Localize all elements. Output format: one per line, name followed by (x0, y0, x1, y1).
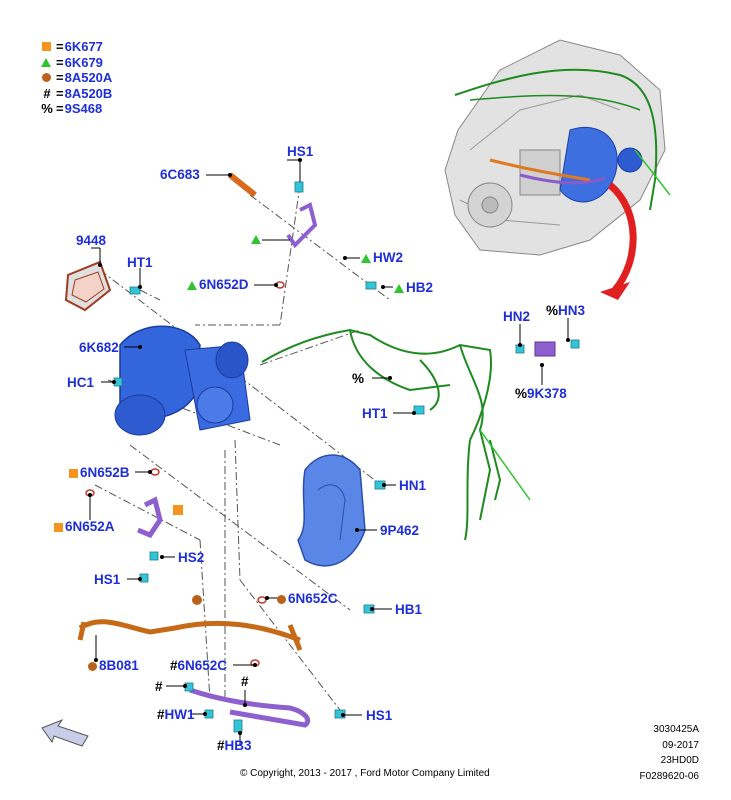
engine-block-image (444, 39, 671, 256)
callout-ht1-right: HT1 (362, 406, 388, 421)
view-direction-arrow-icon (41, 718, 89, 747)
callout-6k682: 6K682 (79, 340, 119, 355)
legend-code: 6K677 (64, 39, 103, 54)
callout-hn1: HN1 (399, 478, 427, 493)
callout-8b081: 8B081 (88, 658, 139, 674)
turbocharger-image (114, 325, 251, 436)
leader-dots (88, 158, 570, 735)
legend-code: 8A520B (64, 85, 113, 101)
hash-icon: # (43, 85, 51, 101)
callout-hn3: %HN3 (546, 303, 586, 318)
callout-9448: 9448 (76, 233, 107, 248)
hash-mark-left: # (155, 679, 163, 694)
stamp-line: 23HD0D (660, 755, 699, 766)
callout-hw1: #HW1 (157, 707, 195, 722)
callout-9p462: 9P462 (380, 523, 420, 538)
sensor-6c683 (228, 172, 257, 198)
stamp-line: 09-2017 (662, 739, 699, 751)
callout-6n652a: 6N652A (54, 519, 115, 535)
triangle-icon (40, 57, 54, 67)
square-icon (40, 42, 54, 52)
callout-hs2: HS2 (178, 550, 205, 565)
callout-hb1: HB1 (395, 602, 423, 617)
assembly-lines (94, 184, 391, 711)
callout-6n652d: 6N652D (187, 277, 249, 293)
bracket-hs1 (286, 202, 318, 249)
callout-6n652c-hash: #6N652C (170, 658, 228, 673)
percent-icon: % (41, 101, 53, 116)
document-stamp: 3030425A 09-2017 23HD0D F0289620-06 (640, 722, 700, 784)
triangle-marker (251, 235, 261, 244)
bracket-6n652a (137, 496, 163, 539)
legend-row-6k677: = 6K677 (40, 39, 112, 55)
legend-code: 6K679 (64, 54, 103, 70)
square-marker (173, 505, 183, 515)
legend-row-8a520a: = 8A520A (40, 70, 112, 86)
circle-icon (40, 73, 54, 83)
copyright-notice: © Copyright, 2013 - 2017 , Ford Motor Co… (240, 768, 490, 779)
legend: = 6K677 = 6K679 = 8A520A # = 8A520B % = … (40, 39, 112, 117)
connector-9k378 (534, 341, 556, 357)
callout-6c683: 6C683 (160, 167, 200, 182)
oil-pipe-8b081 (78, 619, 301, 643)
callout-hn2: HN2 (503, 309, 531, 324)
red-arrow-head (600, 282, 630, 300)
legend-row-8a520b: # = 8A520B (40, 86, 112, 102)
fasteners (113, 181, 580, 733)
stamp-line: 3030425A (653, 724, 699, 735)
percent-mark: % (352, 371, 365, 386)
legend-row-6k679: = 6K679 (40, 55, 112, 71)
callout-hb3: #HB3 (217, 738, 252, 753)
oil-return-pipe (189, 687, 311, 728)
stamp-line: F0289620-06 (639, 770, 700, 782)
callout-hw2: HW2 (361, 250, 403, 266)
red-arrow (607, 182, 637, 293)
callout-hs1-left: HS1 (94, 572, 121, 587)
heat-shield-9p462 (297, 454, 366, 567)
wiring-harness (261, 328, 502, 541)
hash-mark-right: # (241, 674, 249, 689)
callout-hb2: HB2 (394, 280, 433, 296)
callout-hc1: HC1 (67, 375, 95, 390)
callout-6n652b: 6N652B (69, 465, 130, 481)
legend-code: 8A520A (64, 70, 113, 85)
legend-code: 9S468 (64, 101, 103, 116)
circle-marker (192, 595, 202, 605)
callout-ht1-left: HT1 (127, 255, 153, 270)
callout-hs1-bottom: HS1 (366, 708, 393, 723)
legend-row-9s468: % = 9S468 (41, 101, 103, 116)
callout-hs1-top: HS1 (287, 144, 314, 159)
callout-9k378: %9K378 (515, 386, 567, 401)
callout-6n652c-circle: 6N652C (277, 591, 338, 607)
